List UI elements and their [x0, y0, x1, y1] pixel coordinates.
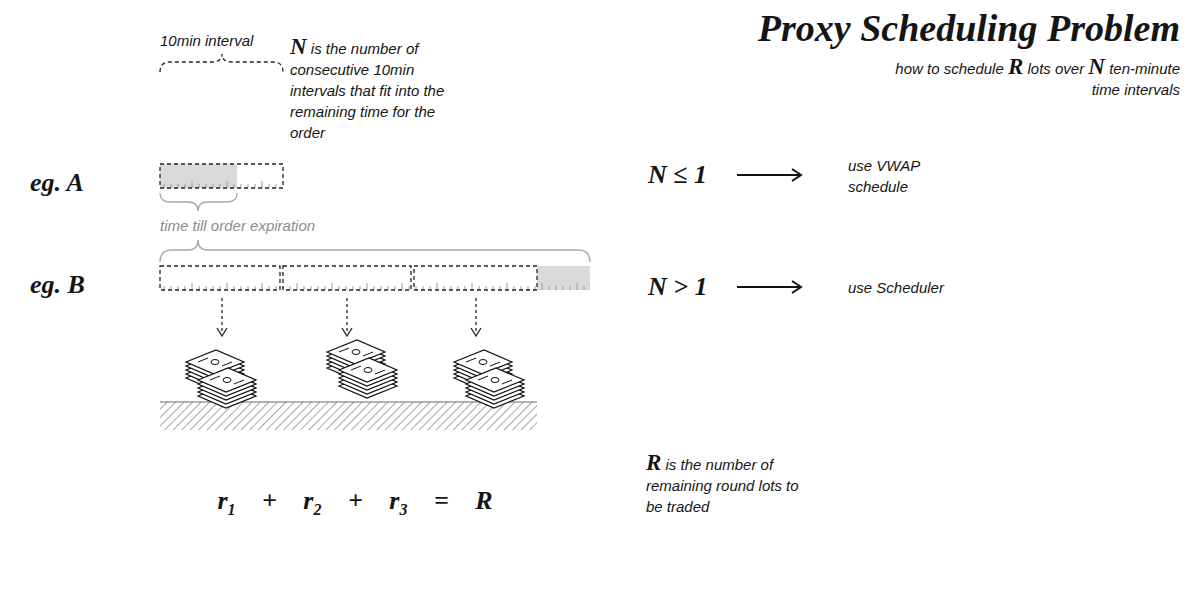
tick: [577, 283, 578, 290]
arrow-head: [792, 281, 801, 293]
ticket-line: [234, 380, 244, 384]
tick: [192, 283, 193, 290]
action-label: use VWAP schedule: [848, 155, 940, 197]
ground-hatch: [160, 402, 537, 430]
long-arrow: [737, 286, 800, 288]
lot-ticket: [454, 350, 512, 374]
ticket-seal: [211, 360, 219, 365]
tick: [402, 283, 403, 290]
tick: [472, 283, 473, 290]
ticket-line: [375, 370, 385, 374]
long-arrow: [737, 174, 800, 176]
arrow-head: [471, 328, 481, 336]
condition-label: N ≤ 1: [648, 160, 738, 190]
lot-ticket: [186, 350, 244, 374]
tick: [556, 286, 557, 290]
tick: [332, 283, 333, 290]
arrow-head: [342, 328, 352, 336]
condition-label: N > 1: [648, 272, 738, 302]
example-label: eg. A: [30, 168, 140, 198]
action-label: use Scheduler: [848, 277, 1008, 298]
tick: [570, 286, 571, 290]
subtitle: how to schedule R lots over N ten-minute…: [880, 56, 1180, 100]
example-label: eg. B: [30, 270, 140, 300]
dashed-arrow: [475, 298, 476, 334]
tick: [542, 283, 543, 290]
definition-note: R is the number of remaining round lots …: [646, 452, 818, 517]
expiration-brace: [160, 193, 237, 211]
arrow-head: [217, 328, 227, 336]
time-ticks: [164, 181, 276, 188]
interval-box: [414, 266, 537, 290]
ticket-line: [502, 380, 512, 384]
tick: [262, 181, 263, 188]
lot-stack: [198, 368, 256, 408]
tick: [437, 283, 438, 290]
ticket-line: [351, 366, 361, 370]
lot-stack: [466, 368, 524, 408]
tick: [549, 286, 550, 290]
ticket-line: [466, 358, 476, 362]
tick: [227, 181, 228, 188]
lot-stack: [339, 358, 397, 398]
sum-equation: r1 + r2 + r3 = R: [150, 486, 560, 525]
arrow-head: [792, 169, 801, 181]
ticket-line: [198, 358, 208, 362]
interval-brace: [160, 54, 283, 72]
ticket-line: [222, 362, 232, 366]
lot-ticket: [198, 368, 256, 392]
remaining-time-fill: [160, 164, 237, 188]
remaining-time-fill: [537, 266, 590, 290]
tick: [563, 286, 564, 290]
expiration-label: time till order expiration: [160, 215, 400, 236]
ticket-line: [478, 376, 488, 380]
expiration-brace: [160, 240, 590, 262]
interval-label: 10min interval: [160, 30, 300, 51]
ticket-line: [490, 362, 500, 366]
ticket-seal: [479, 360, 487, 365]
ticket-seal: [491, 378, 499, 383]
ticket-line: [363, 352, 373, 356]
dashed-arrow: [346, 298, 347, 334]
tick: [227, 283, 228, 290]
title: Proxy Scheduling Problem: [758, 6, 1180, 50]
lot-ticket: [339, 358, 397, 382]
lot-ticket: [327, 340, 385, 364]
ticket-seal: [352, 350, 360, 355]
dashed-arrow: [221, 298, 222, 334]
ticket-seal: [223, 378, 231, 383]
ticket-seal: [364, 368, 372, 373]
ticket-line: [210, 376, 220, 380]
tick: [584, 286, 585, 290]
tick: [367, 283, 368, 290]
tick: [297, 283, 298, 290]
tick: [262, 283, 263, 290]
tick: [192, 181, 193, 188]
time-ticks: [164, 283, 584, 290]
interval-box: [283, 266, 411, 290]
interval-box: [160, 266, 280, 290]
lot-ticket: [466, 368, 524, 392]
tick: [507, 283, 508, 290]
definition-note: N is the number of consecutive 10min int…: [290, 36, 472, 143]
interval-box: [160, 164, 283, 188]
ticket-line: [339, 348, 349, 352]
